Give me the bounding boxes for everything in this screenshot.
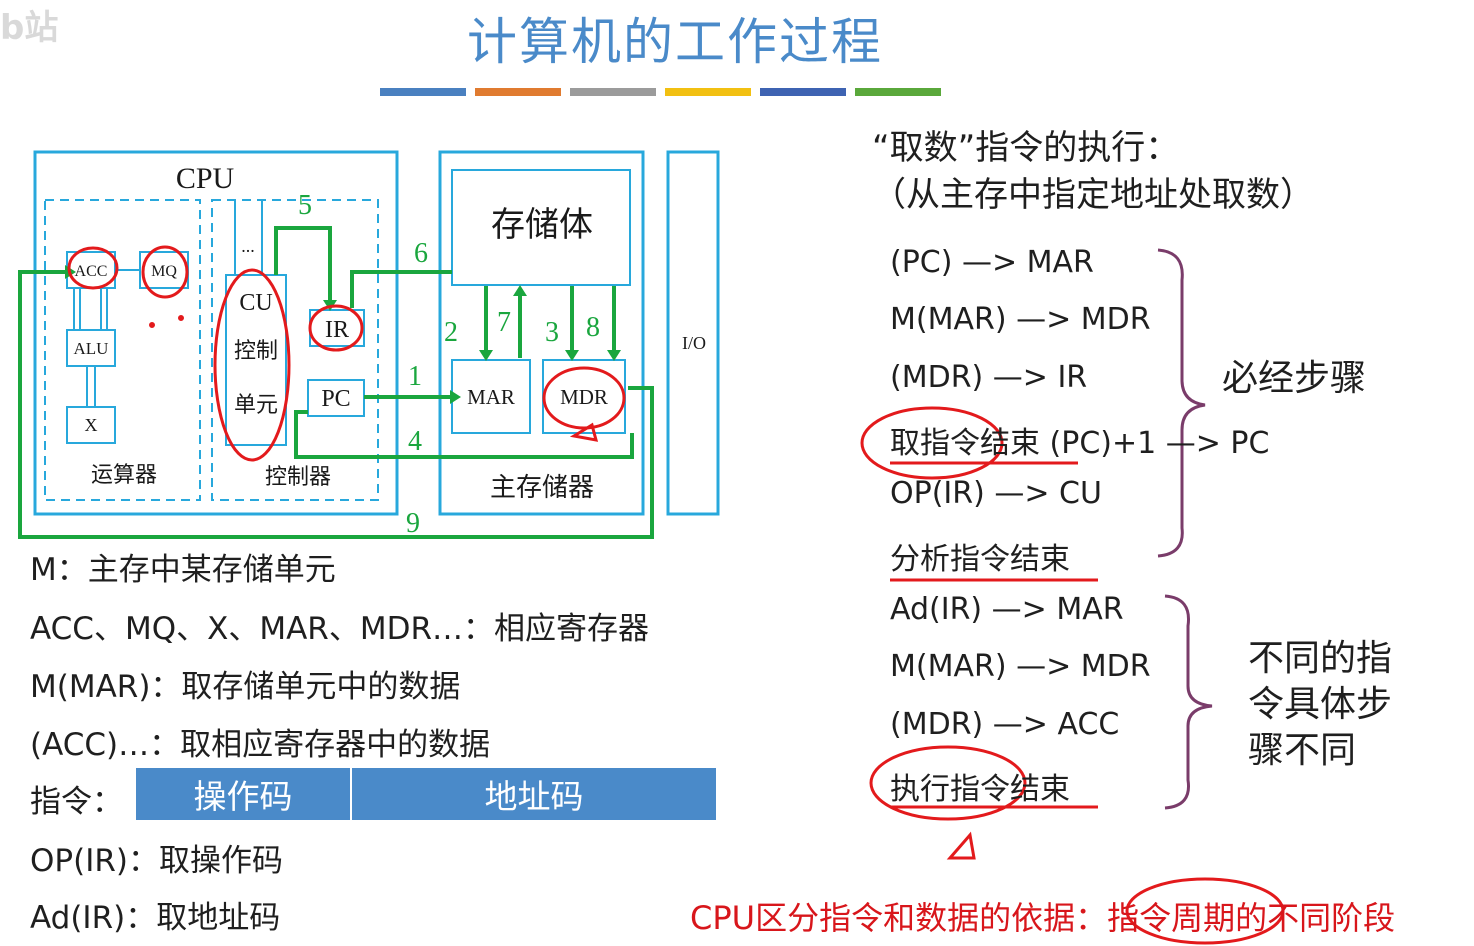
different-steps-label-2: 令具体步 [1248, 684, 1393, 725]
step-line: 执行指令结束 [890, 772, 1070, 807]
legend-m-mar: M(MAR)：取存储单元中的数据 [30, 669, 461, 705]
cu-label-line3: 单元 [234, 392, 278, 417]
step-line: (MDR) —> IR [890, 360, 1088, 395]
step-1-label: 1 [408, 361, 422, 392]
alu-box [66, 329, 116, 367]
x-register [66, 406, 116, 444]
legend-instruction-label: 指令： [30, 784, 123, 820]
path-9-left [18, 270, 65, 515]
path-5 [274, 226, 332, 308]
annotation-mark-mdr [569, 422, 599, 442]
step-line: M(MAR) —> MDR [890, 649, 1151, 684]
ir-register [309, 309, 365, 347]
step-line: Ad(IR) —> MAR [890, 592, 1124, 627]
watermark-logo: b站 [0, 8, 59, 48]
annotation-circle-mdr [542, 366, 626, 430]
alu-label: ALU [74, 339, 109, 358]
slide-title: 计算机的工作过程 [467, 13, 883, 71]
step-8-label: 8 [586, 312, 600, 343]
x-label: X [85, 415, 98, 435]
annotation-circle-fetch [860, 406, 1004, 480]
control-unit-label: 控制器 [265, 464, 331, 489]
arrowhead-2 [479, 350, 493, 361]
address-field: 地址码 [484, 777, 584, 816]
step-2-label: 2 [444, 317, 458, 348]
step-line: (MDR) —> ACC [890, 707, 1120, 742]
legend-m: M：主存中某存储单元 [30, 552, 336, 588]
path-6 [350, 270, 452, 308]
step-line: M(MAR) —> MDR [890, 302, 1151, 337]
stripe-4 [665, 88, 751, 96]
mdr-label: MDR [560, 385, 608, 409]
step-6-label: 6 [414, 238, 428, 269]
stripe-2 [475, 88, 561, 96]
pc-label: PC [321, 386, 350, 412]
step-4-label: 4 [408, 426, 422, 457]
arrowhead-7 [513, 285, 527, 296]
step-7-label: 7 [497, 307, 511, 338]
annotation-dot-2 [178, 315, 184, 321]
step-line: OP(IR) —> CU [890, 476, 1102, 511]
annotation-circle-cu [213, 268, 291, 462]
legend-ad-ir: Ad(IR)：取地址码 [30, 900, 281, 936]
cu-label: CU [239, 290, 272, 316]
opcode-field: 操作码 [136, 768, 352, 820]
annotation-dot-1 [149, 322, 155, 328]
different-steps-label-1: 不同的指 [1248, 638, 1393, 679]
stripe-3 [570, 88, 656, 96]
annotation-circle-ir [308, 304, 364, 352]
fetch-subheading: （从主存中指定地址处取数） [872, 175, 1314, 215]
mar-label: MAR [467, 385, 515, 409]
stripe-5 [760, 88, 846, 96]
step-9-label: 9 [406, 508, 420, 539]
cpu-label: CPU [176, 162, 235, 195]
stripe-6 [855, 88, 941, 96]
step-5-label: 5 [298, 190, 312, 221]
io-box [666, 150, 720, 516]
io-label: I/O [682, 333, 706, 353]
alu-unit-label: 运算器 [91, 462, 157, 487]
cpu-box [33, 150, 399, 516]
arrowhead-3 [565, 350, 579, 361]
mq-label: MQ [151, 263, 177, 280]
storage-body-box [451, 169, 631, 286]
pc-register [307, 379, 365, 417]
cpu-distinguish-basis: CPU区分指令和数据的依据：指令周期的不同阶段 [690, 899, 1396, 937]
legend-op-ir: OP(IR)：取操作码 [30, 843, 283, 879]
legend-acc: (ACC)…：取相应寄存器中的数据 [30, 727, 491, 763]
stripe-1 [380, 88, 466, 96]
instruction-format-bar: 操作码 地址码 [136, 768, 716, 820]
storage-body-label: 存储体 [491, 206, 593, 244]
control-unit-box [211, 199, 379, 501]
cu-box [225, 274, 287, 446]
step-line: (PC) —> MAR [890, 245, 1094, 280]
legend-registers: ACC、MQ、X、MAR、MDR…：相应寄存器 [30, 611, 649, 647]
path-9 [18, 386, 654, 539]
cu-label-line2: 控制 [234, 338, 278, 363]
arrowhead-8 [607, 350, 621, 361]
ellipsis-label: ... [241, 236, 255, 256]
path-4 [294, 410, 634, 459]
annotation-circle-cycle [1125, 877, 1285, 945]
ir-label: IR [325, 317, 349, 343]
annotation-circle-mq [141, 245, 189, 299]
step-3-label: 3 [545, 317, 559, 348]
annotation-circle-execute [869, 745, 1027, 821]
fetch-heading: “取数”指令的执行： [872, 128, 1180, 168]
annotation-mark-execute [946, 831, 976, 860]
different-steps-label-3: 骤不同 [1248, 730, 1357, 771]
arrowhead-1 [450, 390, 461, 404]
brace-required [1157, 248, 1206, 558]
alu-unit-box [44, 199, 201, 501]
step-line: 取指令结束 (PC)+1 —> PC [890, 426, 1270, 461]
main-memory-box [438, 150, 645, 516]
annotation-circle-acc [67, 246, 119, 290]
required-steps-label: 必经步骤 [1222, 358, 1367, 399]
main-memory-label: 主存储器 [490, 473, 594, 502]
brace-different [1164, 594, 1213, 810]
step-line: 分析指令结束 [890, 542, 1070, 577]
acc-label: ACC [75, 263, 108, 280]
